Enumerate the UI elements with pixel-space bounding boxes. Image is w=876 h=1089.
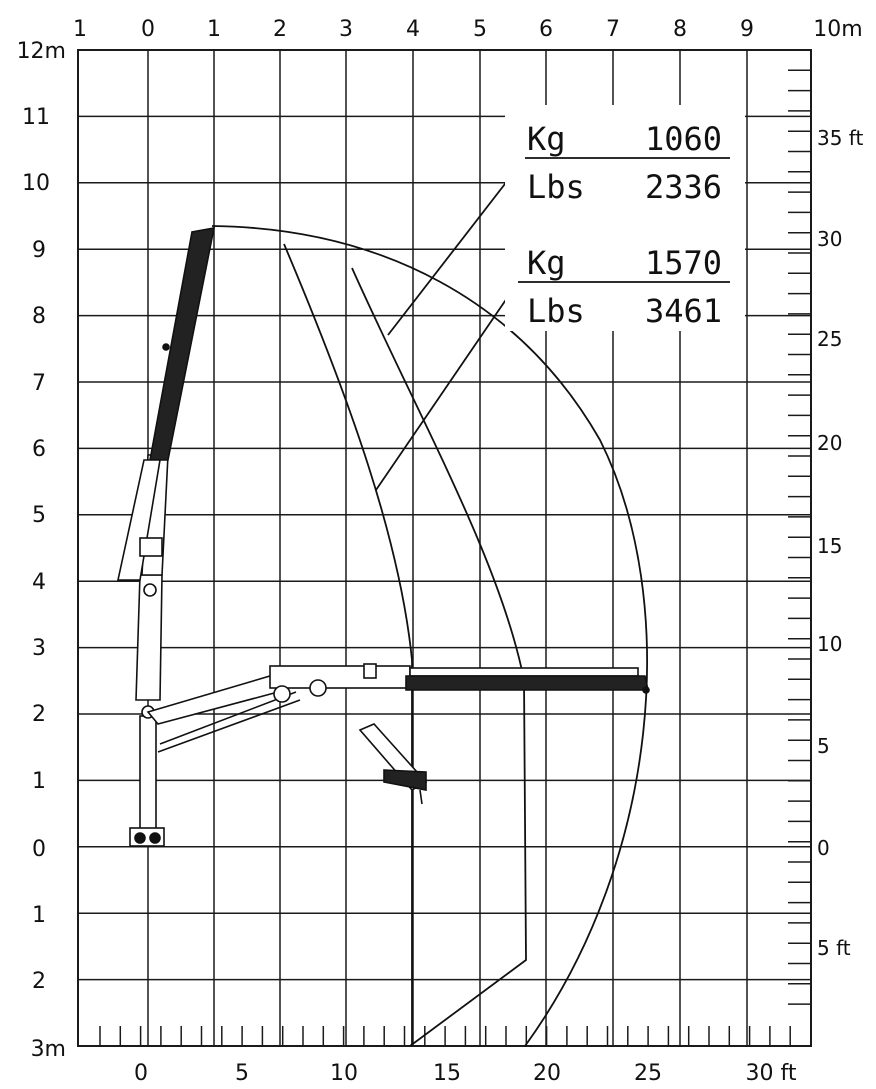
load-label-1570: Kg 1570 Lbs 3461: [527, 244, 722, 330]
top-label: 6: [539, 17, 553, 42]
top-label: 3: [339, 17, 353, 42]
bottom-label: 20: [533, 1061, 561, 1086]
outer-boom-extension: [405, 675, 649, 691]
kg-unit: Kg: [527, 120, 566, 158]
right-label: 25: [817, 327, 842, 351]
right-label: 20: [817, 431, 842, 455]
raised-boom-extension: [149, 227, 216, 461]
right-label: 5 ft: [817, 936, 851, 960]
top-label: 1: [207, 17, 221, 42]
inner-reach-curve: [283, 243, 413, 1046]
bottom-label: 5: [235, 1061, 249, 1086]
left-label: 10: [22, 171, 50, 196]
inner-arm-ram: [157, 699, 301, 753]
left-label: 3: [32, 636, 46, 661]
outer-boom-base-section: [269, 665, 411, 689]
left-label: 5: [32, 503, 46, 528]
bottom-label: 30 ft: [746, 1061, 797, 1086]
boom-joint: [309, 679, 327, 697]
top-label: 5: [473, 17, 487, 42]
top-axis-labels: 1 0 1 2 3 4 5 6 7 8 9 10m: [73, 17, 863, 42]
top-label: 1: [73, 17, 87, 42]
left-label: 3m: [31, 1037, 66, 1062]
left-label: 1: [32, 769, 46, 794]
left-label: 2: [32, 702, 46, 727]
lbs-value: 3461: [645, 292, 722, 330]
leader-line-1060: [387, 157, 526, 336]
lbs-unit: Lbs: [527, 168, 585, 206]
left-label: 4: [32, 570, 46, 595]
crane-column: [129, 705, 165, 847]
top-label: 10m: [813, 17, 862, 42]
raised-boom-pin: [143, 583, 157, 597]
inner-arm: [146, 675, 280, 725]
kg-value: 1570: [645, 244, 722, 282]
right-scale-ticks: [788, 49, 811, 1005]
left-label: 11: [22, 105, 50, 130]
hanging-attachment: [358, 723, 428, 805]
bottom-label: 10: [330, 1061, 358, 1086]
column-post: [139, 715, 157, 845]
bottom-label: 15: [433, 1061, 461, 1086]
right-axis-labels: 35 ft 30 25 20 15 10 5 0 5 ft: [817, 126, 863, 960]
bottom-scale-ticks: [99, 1026, 791, 1046]
left-label: 6: [32, 437, 46, 462]
lbs-unit: Lbs: [527, 292, 585, 330]
bottom-label: 25: [634, 1061, 662, 1086]
boom-tip: [642, 686, 650, 694]
inner-arm-ram: [159, 691, 297, 745]
raised-boom-pin: [162, 343, 170, 351]
load-label-1060: Kg 1060 Lbs 2336: [527, 120, 722, 206]
horizontal-boom: [146, 663, 650, 753]
outer-boom-upper-section: [409, 667, 639, 677]
boom-fitting: [363, 663, 377, 679]
attachment-hook: [419, 789, 423, 805]
raised-boom-knuckle: [139, 537, 163, 557]
left-label: 9: [32, 238, 46, 263]
top-label: 9: [740, 17, 754, 42]
attachment-grab: [383, 769, 427, 791]
left-label: 7: [32, 371, 46, 396]
top-label: 7: [606, 17, 620, 42]
raised-boom-ram: [117, 459, 161, 581]
left-label: 12m: [17, 39, 66, 64]
kg-value: 1060: [645, 120, 722, 158]
left-label: 0: [32, 837, 46, 862]
leader-line-1570: [375, 281, 519, 491]
right-label: 10: [817, 632, 842, 656]
lbs-value: 2336: [645, 168, 722, 206]
base-bolt: [149, 832, 161, 844]
right-label: 30: [817, 227, 842, 251]
base-bolt: [134, 832, 146, 844]
bottom-axis-labels: 0 5 10 15 20 25 30 ft: [134, 1061, 797, 1086]
right-label: 5: [817, 734, 830, 758]
top-label: 8: [673, 17, 687, 42]
top-label: 0: [141, 17, 155, 42]
outer-reach-curve: [211, 225, 648, 1047]
right-label: 0: [817, 836, 830, 860]
left-label: 2: [32, 969, 46, 994]
top-label: 4: [406, 17, 420, 42]
bottom-label: 0: [134, 1061, 148, 1086]
middle-reach-curve: [351, 267, 527, 1047]
right-label: 35 ft: [817, 126, 863, 150]
raised-boom: [117, 227, 216, 701]
load-label-backdrop: [505, 105, 745, 331]
boom-joint: [273, 685, 291, 703]
top-label: 2: [273, 17, 287, 42]
left-label: 1: [32, 903, 46, 928]
right-label: 15: [817, 534, 842, 558]
left-axis-labels: 12m 11 10 9 8 7 6 5 4 3 2 1 0 1 2 3m: [17, 39, 66, 1062]
kg-unit: Kg: [527, 244, 566, 282]
left-label: 8: [32, 304, 46, 329]
